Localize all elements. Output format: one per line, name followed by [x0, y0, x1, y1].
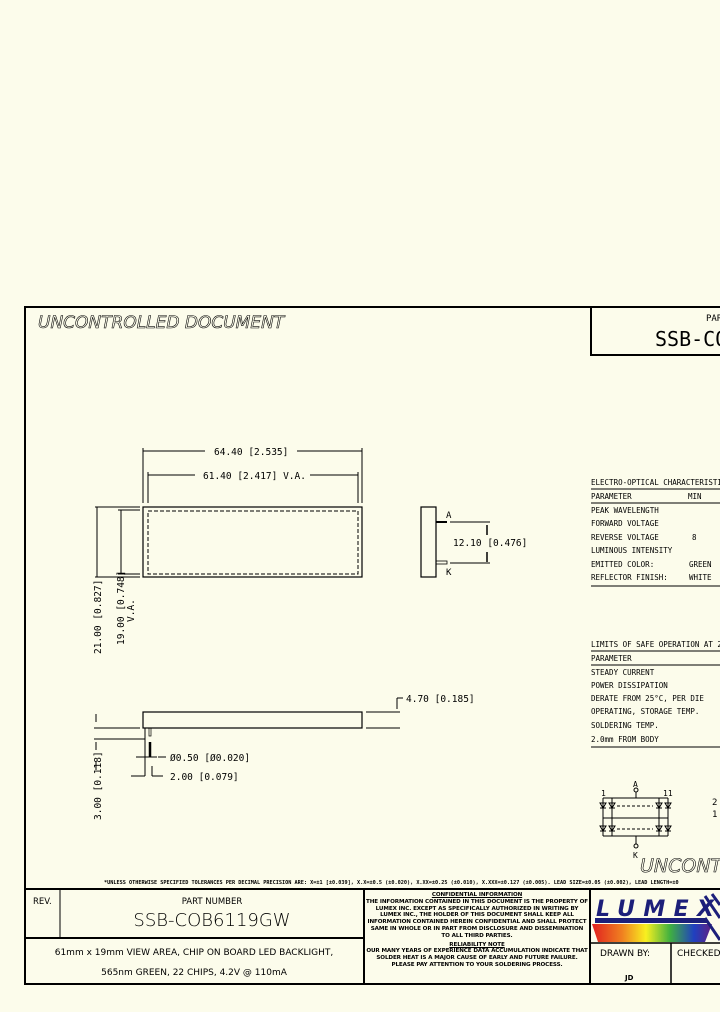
schematic-first: 1 [601, 789, 606, 798]
led-schematic [599, 787, 672, 849]
eo-row-param: EMITTED COLOR: [591, 560, 654, 569]
eo-header-parameter: PARAMETER [591, 492, 632, 501]
front-view [95, 448, 363, 578]
schematic-anode: A [633, 780, 638, 789]
dim-view-area-suffix: V.A. [126, 599, 137, 622]
reliability-title: RELIABILITY NOTE [449, 941, 505, 948]
dim-overall-length: 64.40 [2.535] [214, 447, 288, 458]
confidential-title: CONFIDENTIAL INFORMATION [431, 892, 523, 898]
drawn-by-value: JD [624, 974, 634, 982]
dim-pin-offset: 2.00 [0.079] [170, 772, 239, 783]
dim-pin-spacing: 12.10 [0.476] [453, 538, 527, 549]
drawn-by-label: DRAWN BY: [600, 949, 650, 959]
tolerance-note: *UNLESS OTHERWISE SPECIFIED TOLERANCES P… [104, 880, 679, 886]
limits-header: PARAMETER [591, 654, 632, 663]
confidential-text: THE INFORMATION CONTAINED IN THIS DOCUME… [366, 898, 588, 939]
limits-row: 2.0mm FROM BODY [591, 735, 659, 744]
limits-row: SOLDERING TEMP. [591, 721, 659, 730]
dim-pin-diameter: Ø0.50 [Ø0.020] [170, 753, 250, 764]
limits-row: POWER DISSIPATION [591, 681, 668, 690]
limits-row: OPERATING, STORAGE TEMP. [591, 707, 699, 716]
eo-row-param: REFLECTOR FINISH: [591, 573, 668, 582]
schematic-note-2: 1 [712, 810, 717, 820]
schematic-cathode: K [633, 851, 638, 860]
confidential-notice: CONFIDENTIAL INFORMATION THE INFORMATION… [366, 892, 588, 969]
side-view [420, 506, 490, 578]
limits-row: STEADY CURRENT [591, 668, 655, 677]
lumex-logo: LUMEX [592, 893, 720, 942]
description-line-1: 61mm x 19mm VIEW AREA, CHIP ON BOARD LED… [55, 948, 334, 958]
top-part-label: PART NUMBER [706, 314, 720, 324]
eo-row-min: WHITE [689, 573, 712, 582]
dim-view-area-length: 61.40 [2.417] V.A. [203, 471, 306, 482]
pin-anode-label: A [446, 511, 452, 521]
title-block-grid [25, 888, 720, 984]
top-part-box [590, 306, 720, 356]
schematic-last: 11 [663, 789, 673, 798]
pin-cathode-label: K [446, 568, 452, 578]
profile-view [94, 697, 403, 777]
watermark-bottom: UNCONTROLLED DOCUMENT [640, 855, 720, 877]
eo-row-param: FORWARD VOLTAGE [591, 519, 659, 528]
sheet-border [24, 306, 720, 985]
checked-label: CHECKED [677, 949, 720, 959]
watermark-top: UNCONTROLLED DOCUMENT [38, 313, 286, 333]
description-line-2: 565nm GREEN, 22 CHIPS, 4.2V @ 110mA [101, 968, 288, 978]
limits-title: LIMITS OF SAFE OPERATION AT 25°C [591, 640, 720, 649]
eo-row-min: GREEN [689, 560, 712, 569]
dim-pin-length: 3.00 [0.118] [93, 751, 104, 820]
eo-row-min: 8 [692, 533, 697, 542]
reliability-text: OUR MANY YEARS OF EXPERIENCE DATA ACCUMU… [366, 948, 588, 968]
part-number: SSB-COB6119GW [133, 910, 290, 931]
limits-row: DERATE FROM 25°C, PER DIE [591, 694, 704, 703]
eo-title: ELECTRO-OPTICAL CHARACTERISTICS [591, 478, 720, 487]
rev-label: REV. [33, 897, 52, 907]
dim-thickness: 4.70 [0.185] [406, 694, 475, 705]
eo-row-param: PEAK WAVELENGTH [591, 506, 659, 515]
schematic-note-1: 2 [712, 798, 717, 808]
eo-header-min: MIN [688, 492, 702, 501]
dim-overall-height: 21.00 [0.827] [93, 580, 104, 654]
dim-view-area-height: 19.00 [0.748] [116, 571, 127, 645]
eo-row-param: REVERSE VOLTAGE [591, 533, 659, 542]
top-part-number: SSB-COB6119GW [655, 327, 720, 351]
limits-table: LIMITS OF SAFE OPERATION AT 25°C PARAMET… [591, 640, 720, 748]
electro-optical-table: ELECTRO-OPTICAL CHARACTERISTICS PARAMETE… [591, 478, 720, 587]
part-number-label: PART NUMBER [182, 897, 243, 907]
eo-row-param: LUMINOUS INTENSITY [591, 546, 673, 555]
